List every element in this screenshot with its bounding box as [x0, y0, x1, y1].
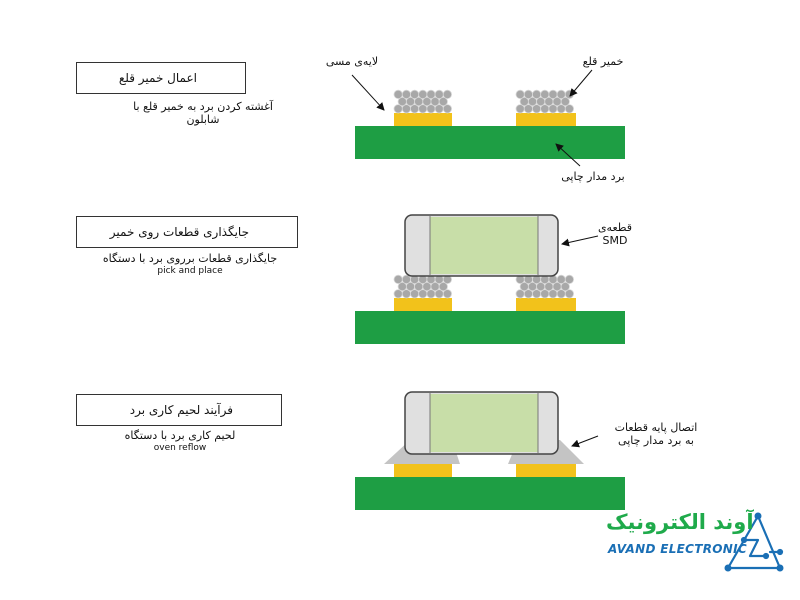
logo-text-fa: آوند الکترونیک	[606, 510, 754, 534]
label-pcb: برد مدار چاپی	[561, 170, 625, 183]
solder-particle	[564, 274, 575, 284]
step-2-desc-en: pick and place	[157, 266, 223, 276]
solder-particle	[442, 289, 452, 299]
step-3-description: لحیم کاری برد با دستگاه oven reflow	[90, 429, 270, 455]
solder-particle	[442, 104, 452, 114]
step-3-desc-en: oven reflow	[153, 443, 207, 453]
pcb-board	[355, 126, 625, 159]
copper-pad-right	[516, 464, 576, 477]
step-1-description: آغشته کردن برد به خمیر قلع با شابلون	[128, 100, 278, 126]
solder-particle	[409, 89, 420, 100]
solder-particle	[560, 281, 570, 292]
solder-particle	[564, 89, 575, 100]
solder-particle	[426, 89, 436, 100]
solder-particle	[393, 89, 403, 100]
copper-pad-right	[516, 113, 576, 126]
stage-1-board	[355, 89, 625, 159]
solder-paste-left	[393, 274, 452, 299]
step-1-desc-fa: آغشته کردن برد به خمیر قلع با شابلون	[133, 100, 273, 126]
solder-paste-left	[393, 89, 452, 114]
copper-pad-left	[394, 298, 452, 311]
stage-2-board	[355, 214, 625, 344]
label-copper-layer: لایه‌ی مسی	[325, 55, 379, 68]
step-1-title-box: اعمال خمیر قلع	[76, 62, 246, 94]
solder-particle	[401, 274, 411, 284]
step-2-title-box: جایگذاری قطعات روی خمیر	[76, 216, 298, 248]
step-3-title: فرآیند لحیم کاری برد	[129, 403, 233, 417]
pcb-board	[355, 477, 625, 510]
solder-particle	[434, 89, 444, 100]
step-3-title-box: فرآیند لحیم کاری برد	[76, 394, 282, 426]
solder-particle	[438, 97, 448, 107]
solder-particle	[523, 89, 534, 100]
step-2-title: جایگذاری قطعات روی خمیر	[109, 225, 249, 239]
label-solder-joint: اتصال پایه قطعات به برد مدار چاپی	[614, 421, 698, 447]
solder-particle	[515, 89, 525, 100]
pcb-board	[355, 311, 625, 344]
copper-pad-left	[394, 113, 452, 126]
step-3-desc-fa: لحیم کاری برد با دستگاه	[124, 429, 236, 442]
solder-paste-right	[515, 89, 575, 114]
smd-component	[404, 214, 559, 277]
label-solder-paste: خمیر قلع	[582, 55, 624, 68]
step-1-title: اعمال خمیر قلع	[118, 71, 197, 85]
label-smd: قطعه‌ی SMD	[597, 221, 633, 247]
solder-particle	[540, 89, 550, 100]
solder-particle	[393, 274, 403, 284]
logo-text-en: AVAND ELECTRONIC	[608, 542, 748, 556]
solder-particle	[531, 89, 542, 100]
solder-particle	[564, 104, 575, 114]
logo-mark	[724, 512, 784, 572]
copper-pad-left	[394, 464, 452, 477]
copper-pad-right	[516, 298, 576, 311]
solder-particle	[442, 89, 452, 100]
solder-particle	[548, 89, 558, 100]
solder-particle	[564, 289, 575, 299]
step-2-description: جایگذاری قطعات برروی برد با دستگاه pick …	[70, 252, 310, 278]
solder-paste-right	[515, 274, 575, 299]
solder-particle	[418, 89, 428, 100]
solder-particle	[556, 274, 566, 284]
solder-particle	[401, 89, 411, 100]
solder-particle	[560, 97, 570, 107]
stage-3-board	[355, 391, 625, 510]
solder-particle	[438, 281, 448, 292]
solder-particle	[556, 89, 566, 100]
smd-component	[404, 391, 559, 455]
step-2-desc-fa: جایگذاری قطعات برروی برد با دستگاه	[102, 252, 278, 265]
